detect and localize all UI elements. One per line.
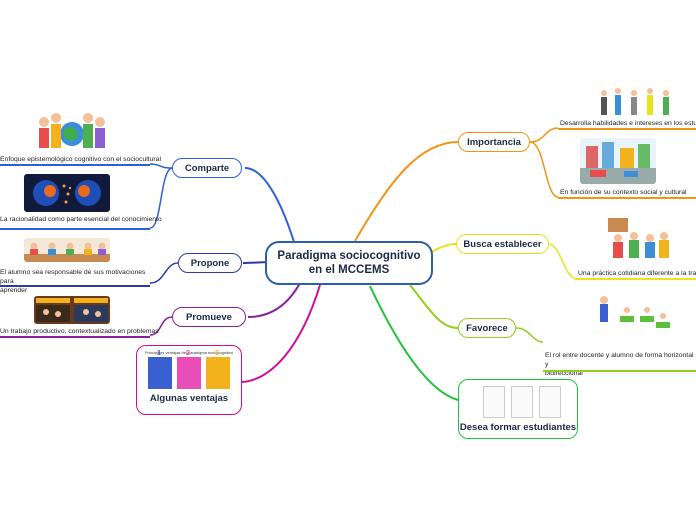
branch-label: Promueve <box>186 311 232 323</box>
link-favorece <box>409 284 459 329</box>
ventajas-label: Algunas ventajas <box>149 393 229 404</box>
leaf-comparte-2[interactable]: La racionalidad como parte esencial del … <box>0 216 162 223</box>
link-importancia <box>354 141 459 242</box>
branch-ventajas[interactable]: Principales ventajas del paradigma socio… <box>136 345 242 415</box>
leaf-importancia-2[interactable]: En función de su contexto social y cultu… <box>560 189 687 196</box>
leaf-importancia-1[interactable]: Desarrolla habilidades e intereses en lo… <box>560 120 696 127</box>
branch-busca[interactable]: Busca establecer <box>456 234 549 254</box>
branch-desea[interactable]: Desea formar estudiantes <box>458 379 578 439</box>
branch-importancia[interactable]: Importancia <box>458 132 530 152</box>
branch-propone[interactable]: Propone <box>178 253 242 273</box>
column-number-2: 2 <box>186 350 190 357</box>
column-number-1: 1 <box>157 350 161 357</box>
kids-globe-image <box>34 108 110 154</box>
link-ventajas <box>241 284 321 383</box>
leaf-busca-1[interactable]: Una práctica cotidiana diferente a la tr… <box>578 270 696 277</box>
branch-promueve[interactable]: Promueve <box>172 307 246 327</box>
brain-heads-image <box>24 174 110 212</box>
documents-thumbnail <box>483 386 561 418</box>
classroom-students-image <box>24 238 110 262</box>
ventajas-thumb-title: Principales ventajas del paradigma socio… <box>144 350 234 355</box>
link-desea <box>369 285 459 401</box>
column-number-3: 3 <box>215 350 219 357</box>
branch-label: Comparte <box>184 162 230 174</box>
central-topic[interactable]: Paradigma sociocognitivo en el MCCEMS <box>265 241 433 285</box>
branch-label: Busca establecer <box>463 238 542 250</box>
daily-practice-image <box>604 214 674 264</box>
students-skills-image <box>596 85 674 119</box>
leaf-propone-1[interactable]: El alumno sea responsable de sus motivac… <box>0 269 146 294</box>
leaf-promueve-1[interactable]: Un trabajo productivo, contextualizado e… <box>0 328 159 335</box>
link-promueve <box>247 282 301 318</box>
branch-label: Importancia <box>467 136 521 148</box>
branch-label: Propone <box>190 257 230 269</box>
leaf-favorece-1[interactable]: El rol entre docente y alumno de forma h… <box>545 352 694 377</box>
leaf-comparte-1[interactable]: Enfoque epistemológico cognitivo con el … <box>0 156 161 163</box>
teacher-students-image <box>594 290 674 338</box>
branch-favorece[interactable]: Favorece <box>458 318 516 338</box>
branch-comparte[interactable]: Comparte <box>172 158 242 178</box>
social-context-image <box>580 138 656 184</box>
central-title: Paradigma sociocognitivo en el MCCEMS <box>277 250 421 276</box>
desea-label: Desea formar estudiantes <box>459 422 577 433</box>
link-comparte <box>244 167 301 263</box>
productive-work-image <box>34 296 110 324</box>
branch-label: Favorece <box>466 322 508 334</box>
ventajas-thumbnail: 1 2 3 <box>148 350 230 389</box>
